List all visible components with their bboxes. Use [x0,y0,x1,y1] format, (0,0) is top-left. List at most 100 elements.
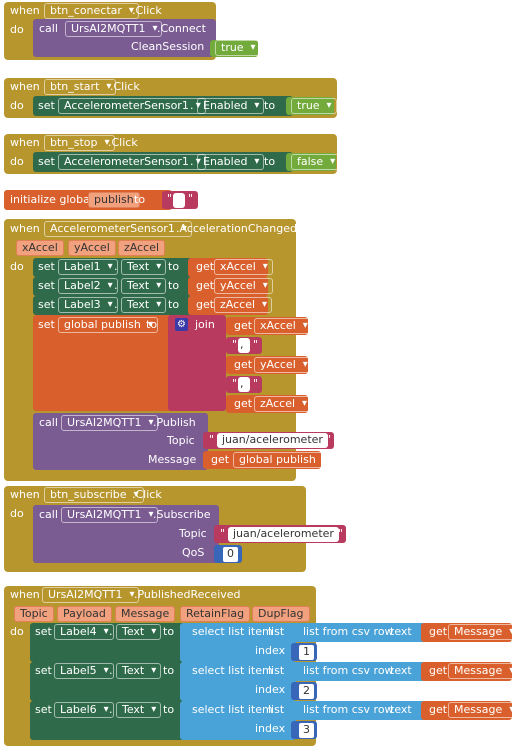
topic-text-block[interactable]: " juan/acelerometer " [203,432,334,449]
topic-text-value[interactable]: juan/acelerometer [228,527,339,542]
topic-text-block[interactable]: " juan/acelerometer " [214,525,346,543]
label-dropdown[interactable]: Label2 [58,278,118,294]
variable-dropdown[interactable]: zAccel [214,297,273,313]
select-list-item-block[interactable]: select list item list index [180,662,296,701]
param-payload[interactable]: Payload [57,606,112,622]
param-xaccel[interactable]: xAccel [16,240,64,256]
qos-number-block[interactable]: 0 [214,545,242,563]
gear-icon[interactable]: ⚙ [175,318,188,331]
label-dropdown[interactable]: Label1 [58,259,118,275]
global-variable-dropdown[interactable]: global publish [233,452,333,468]
set-global-publish-block[interactable]: set global publish to [33,315,173,411]
list-from-csv-row-block[interactable]: list from csv row text [291,623,426,642]
initialize-global-block[interactable]: initialize global publish to [4,190,172,210]
set-label4-text-block[interactable]: set Label4 . Text to [30,623,186,662]
get-message-block[interactable]: get Message [421,662,514,681]
logic-true-block[interactable]: true [286,97,337,115]
text-value[interactable]: , [238,377,250,392]
variable-dropdown[interactable]: xAccel [254,318,313,334]
index-number-block[interactable]: 3 [291,721,317,739]
param-dupflag[interactable]: DupFlag [252,606,310,622]
component-dropdown-btn-conectar[interactable]: btn_conectar [44,3,139,19]
index-number-block[interactable]: 2 [291,682,317,700]
logic-value-dropdown[interactable]: true [291,98,337,114]
param-yaccel[interactable]: yAccel [68,240,116,256]
set-label3-text-block[interactable]: set Label3 . Text to [33,296,193,315]
property-dropdown-text[interactable]: Text [116,663,162,679]
component-dropdown-accelerometer[interactable]: AccelerometerSensor1 [58,98,206,114]
param-retainflag[interactable]: RetainFlag [180,606,251,622]
select-list-item-block[interactable]: select list item list index [180,701,296,740]
variable-dropdown[interactable]: yAccel [214,278,273,294]
param-topic[interactable]: Topic [14,606,54,622]
get-zaccel-block[interactable]: get zAccel [226,395,313,413]
variable-dropdown[interactable]: yAccel [254,357,313,373]
variable-dropdown[interactable]: Message [448,663,514,679]
select-list-item-block[interactable]: select list item list index [180,623,296,662]
property-dropdown-text[interactable]: Text [116,702,162,718]
list-from-csv-row-block[interactable]: list from csv row text [291,701,426,720]
empty-text-block[interactable]: " " [162,191,198,209]
get-xaccel-block[interactable]: get xAccel [188,258,273,277]
property-dropdown-text[interactable]: Text [116,624,162,640]
component-dropdown-accelerometer[interactable]: AccelerometerSensor1 [44,221,192,237]
index-number-block[interactable]: 1 [291,643,317,661]
join-block[interactable]: ⚙ join [168,315,226,411]
component-dropdown-btn-start[interactable]: btn_start [44,79,117,95]
set-label6-text-block[interactable]: set Label6 . Text to [30,701,186,740]
property-dropdown-text[interactable]: Text [121,259,167,275]
call-publish-block[interactable]: call UrsAI2MQTT1 .Publish Topic Message [33,413,208,470]
component-dropdown-mqtt[interactable]: UrsAI2MQTT1 [61,507,159,523]
text-comma-block[interactable]: " , " [226,337,262,354]
variable-dropdown[interactable]: zAccel [254,396,313,412]
global-variable-dropdown[interactable]: global publish [58,317,158,333]
text-value[interactable] [173,193,185,208]
call-connect-block[interactable]: call UrsAI2MQTT1 .Connect CleanSession [33,19,216,57]
get-message-block[interactable]: get Message [421,701,514,720]
text-comma-block[interactable]: " , " [226,376,262,393]
index-number-value[interactable]: 3 [299,723,314,738]
set-enabled-block[interactable]: set AccelerometerSensor1 . Enabled to [33,96,293,116]
set-label5-text-block[interactable]: set Label5 . Text to [30,662,186,701]
component-dropdown-mqtt[interactable]: UrsAI2MQTT1 [61,415,159,431]
variable-dropdown[interactable]: xAccel [214,259,273,275]
label-dropdown[interactable]: Label3 [58,297,118,313]
label-dropdown[interactable]: Label4 [54,624,114,640]
component-dropdown-accelerometer[interactable]: AccelerometerSensor1 [58,154,206,170]
component-dropdown-btn-subscribe[interactable]: btn_subscribe [44,487,144,503]
text-value[interactable]: , [238,338,250,353]
index-number-value[interactable]: 1 [299,645,314,660]
property-dropdown-text[interactable]: Text [121,278,167,294]
property-dropdown-enabled[interactable]: Enabled [197,98,265,114]
logic-true-block[interactable]: true [210,40,261,57]
property-dropdown-text[interactable]: Text [121,297,167,313]
logic-value-dropdown[interactable]: true [215,40,261,56]
index-number-value[interactable]: 2 [299,684,314,699]
param-message[interactable]: Message [115,606,176,622]
get-yaccel-block[interactable]: get yAccel [188,277,273,296]
component-dropdown-btn-stop[interactable]: btn_stop [44,135,115,151]
set-label2-text-block[interactable]: set Label2 . Text to [33,277,193,296]
logic-false-block[interactable]: false [286,153,341,171]
get-xaccel-block[interactable]: get xAccel [226,317,313,335]
logic-value-dropdown[interactable]: false [291,154,341,170]
topic-text-value[interactable]: juan/acelerometer [217,433,328,448]
get-global-publish-block[interactable]: get global publish [203,451,333,469]
param-zaccel[interactable]: zAccel [118,240,166,256]
get-message-block[interactable]: get Message [421,623,514,642]
get-yaccel-block[interactable]: get yAccel [226,356,313,374]
call-subscribe-block[interactable]: call UrsAI2MQTT1 .Subscribe Topic QoS [33,505,219,563]
get-zaccel-block[interactable]: get zAccel [188,296,273,315]
property-dropdown-enabled[interactable]: Enabled [197,154,265,170]
component-dropdown-mqtt[interactable]: UrsAI2MQTT1 [65,21,163,37]
label-dropdown[interactable]: Label5 [54,663,114,679]
global-name-field[interactable]: publish [88,192,140,208]
list-from-csv-row-block[interactable]: list from csv row text [291,662,426,681]
variable-dropdown[interactable]: Message [448,702,514,718]
set-enabled-block[interactable]: set AccelerometerSensor1 . Enabled to [33,152,293,172]
variable-dropdown[interactable]: Message [448,624,514,640]
component-dropdown-mqtt[interactable]: UrsAI2MQTT1 [42,587,140,603]
qos-number-value[interactable]: 0 [223,547,238,562]
set-label1-text-block[interactable]: set Label1 . Text to [33,258,193,277]
label-dropdown[interactable]: Label6 [54,702,114,718]
